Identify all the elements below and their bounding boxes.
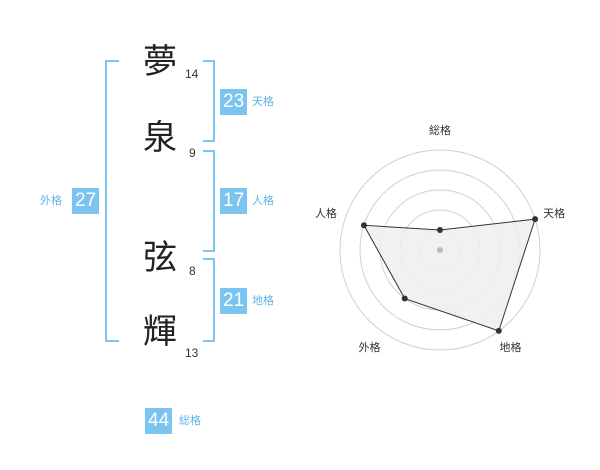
stroke-count-4: 13	[185, 346, 199, 360]
gaikaku-bracket	[105, 60, 119, 342]
tenkaku-bracket	[203, 60, 215, 142]
tenkaku-value-badge: 23	[220, 89, 248, 115]
stroke-count-1: 14	[185, 67, 199, 81]
kanji-char-4: 輝	[143, 312, 177, 352]
radar-grid-ring	[339, 149, 541, 351]
radar-point-3	[495, 327, 502, 334]
tenkaku-label: 天格	[252, 95, 274, 108]
kanji-char-2: 泉	[143, 118, 177, 158]
radar-point-5	[360, 222, 367, 229]
gaikaku-label: 外格	[40, 194, 62, 207]
gaikaku-value-badge: 27	[72, 188, 100, 214]
radar-data-polygon	[363, 218, 536, 332]
radar-axis-label-5: 人格	[315, 206, 337, 220]
radar-center-dot	[437, 247, 443, 253]
kanji-char-1: 夢	[143, 42, 177, 82]
jinkaku-value-badge: 17	[220, 188, 248, 214]
soukaku-value-badge: 44	[145, 408, 173, 434]
chikaku-bracket	[203, 258, 215, 342]
stroke-count-2: 9	[189, 146, 196, 160]
radar-axis-label-3: 地格	[500, 340, 522, 354]
radar-point-4	[401, 295, 408, 302]
jinkaku-bracket	[203, 150, 215, 252]
kanji-char-3: 弦	[143, 238, 177, 278]
radar-point-1	[437, 227, 443, 233]
stroke-count-3: 8	[189, 264, 196, 278]
chikaku-label: 地格	[252, 294, 274, 307]
radar-axis-label-1: 総格	[429, 123, 451, 137]
radar-axis-label-4: 外格	[358, 340, 380, 354]
soukaku-label: 総格	[179, 414, 201, 427]
radar-axis-label-2: 天格	[543, 206, 565, 220]
radar-point-2	[532, 216, 539, 223]
jinkaku-label: 人格	[252, 194, 274, 207]
chikaku-value-badge: 21	[220, 288, 248, 314]
